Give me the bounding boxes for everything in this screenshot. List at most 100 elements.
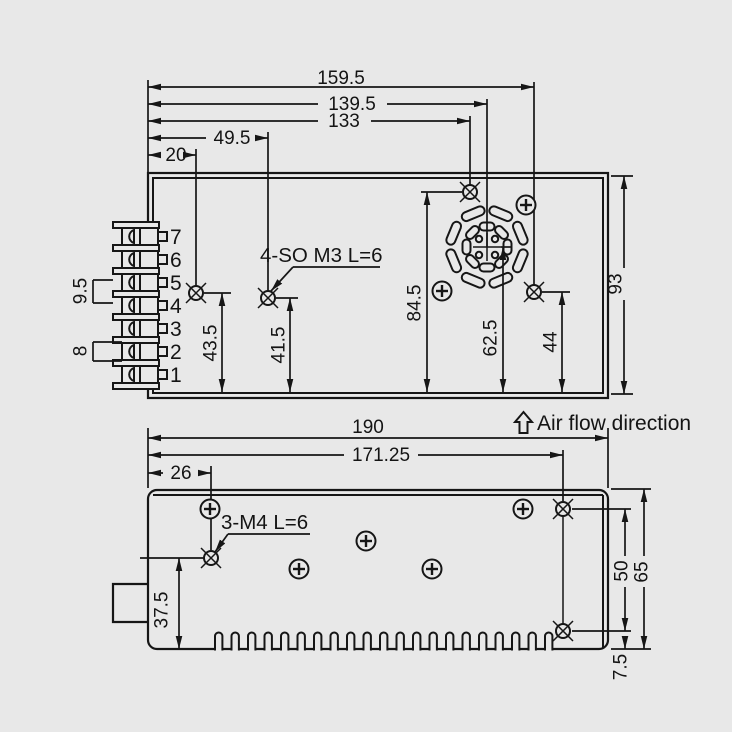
terminal-number: 7 (170, 226, 182, 249)
dim-139-5: 139.5 (148, 94, 487, 115)
dim-label: 190 (352, 417, 384, 438)
dim-20: 20 (148, 145, 196, 166)
terminal-tab (157, 231, 168, 242)
terminal-block-side (111, 582, 148, 624)
dim-label: 43.5 (201, 325, 222, 362)
dim-50: 50 (572, 508, 633, 632)
vent-fin-slot (412, 631, 422, 651)
vent-fin-slot (296, 631, 306, 651)
fan-hub-hole (490, 234, 500, 244)
dim-label: 84.5 (405, 285, 426, 322)
dim-62-5: 62.5 (481, 246, 511, 392)
dim-133: 133 (148, 111, 470, 132)
terminal-screw-icon (128, 297, 135, 314)
vent-fin-slot (313, 631, 323, 651)
vent-fin-slot (478, 631, 488, 651)
vent-fin-slot (230, 631, 240, 651)
fan-hub-hole (490, 250, 500, 260)
dim-41-5: 41.5 (269, 297, 298, 392)
dim-label: 93 (606, 273, 627, 294)
dim-9-5: 9.5 (71, 278, 113, 304)
mounting-hole-icon (552, 620, 574, 642)
vent-fin-slot (379, 631, 389, 651)
fan-slot (465, 225, 480, 240)
mounting-hole-icon (523, 281, 545, 303)
vent-fin-slot (362, 631, 372, 651)
fan-slot (511, 220, 529, 246)
mounting-hole-icon (185, 282, 207, 304)
vent-fin-slot (214, 631, 224, 651)
vent-fin-slot (329, 631, 339, 651)
terminal-screw-icon (128, 343, 135, 360)
terminal-screw-icon (128, 320, 135, 337)
dim-37-5: 37.5 (140, 557, 204, 649)
airflow-label: Air flow direction (537, 412, 691, 435)
fan-slot (445, 220, 463, 246)
dim-159-5: 159.5 (148, 68, 534, 91)
callout-4-so-m3: 4-SO M3 L=6 (260, 244, 383, 292)
dim-label: 41.5 (269, 327, 290, 364)
dim-8: 8 (71, 341, 122, 362)
terminal-number: 5 (170, 272, 182, 295)
fan-slot (460, 271, 486, 289)
mounting-hole-icon (552, 498, 574, 520)
dim-label: 139.5 (328, 94, 376, 115)
fan-slot (488, 271, 514, 289)
dim-label: 171.25 (352, 445, 410, 466)
dim-label: 50 (612, 560, 633, 581)
dim-93: 93 (606, 175, 633, 395)
dim-label: 65 (632, 561, 653, 582)
fan-slot (461, 238, 472, 256)
screw-icon (199, 498, 221, 520)
terminal-screw-icon (128, 251, 135, 268)
terminal-tab (157, 254, 168, 265)
fan-slot (494, 254, 509, 269)
dim-label: 133 (328, 111, 360, 132)
screw-icon (288, 558, 310, 580)
fan-hub-hole (474, 234, 484, 244)
fan-slot (511, 248, 529, 274)
mounting-hole-icon (200, 547, 222, 569)
dim-label: 159.5 (317, 68, 365, 89)
terminal-screw-icon (128, 228, 135, 245)
terminal-screw-icon (128, 366, 135, 383)
side-view: 190 171.25 26 37.5 50 (111, 410, 691, 680)
dim-label: 44 (541, 331, 562, 353)
fan-slot (445, 248, 463, 274)
dim-label: 26 (170, 463, 191, 484)
vent-fin-slot (395, 631, 405, 651)
dim-label: 49.5 (214, 128, 251, 149)
dim-43-5: 43.5 (201, 292, 231, 392)
airflow-up-arrow-icon (512, 410, 535, 434)
terminal-number: 4 (170, 295, 182, 318)
dim-label: 20 (165, 145, 186, 166)
vent-fin-slot (494, 631, 504, 651)
fan-slot (465, 254, 480, 269)
terminal-number: 1 (170, 364, 182, 387)
dim-65: 65 (611, 488, 653, 650)
mounting-hole-icon (459, 181, 481, 203)
callout-3-m4: 3-M4 L=6 (214, 511, 310, 553)
dim-7-5: 7.5 (611, 636, 632, 680)
fan-slot (460, 205, 486, 223)
vent-fin-slot (247, 631, 257, 651)
dim-44: 44 (541, 291, 570, 392)
vent-fin-slot (461, 631, 471, 651)
dim-84-5: 84.5 (405, 191, 462, 392)
vent-fin-slot (280, 631, 290, 651)
vent-fin-slot (527, 631, 537, 651)
screw-icon (515, 194, 537, 216)
terminal-tab (157, 277, 168, 288)
callout-label: 4-SO M3 L=6 (260, 244, 383, 267)
dim-49-5: 49.5 (148, 128, 268, 149)
fan-grille-icon (445, 205, 529, 289)
vent-fins (214, 631, 554, 651)
dim-label: 9.5 (71, 278, 92, 304)
dim-label: 37.5 (152, 592, 173, 629)
terminal-number: 6 (170, 249, 182, 272)
callout-label: 3-M4 L=6 (221, 511, 308, 534)
